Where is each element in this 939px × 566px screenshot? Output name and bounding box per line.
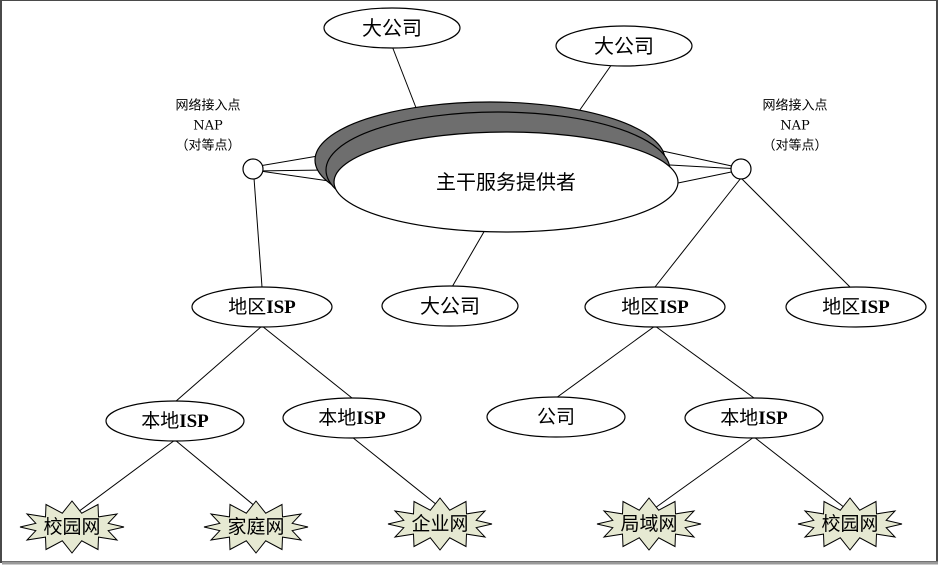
company-top1-ellipse xyxy=(323,7,461,49)
campus1-star xyxy=(19,500,125,554)
regional-isp-mid-cn: 地区 xyxy=(621,296,659,318)
nap-left-line2: NAP xyxy=(193,119,223,134)
local-isp-left1-label: 本地ISP xyxy=(141,410,209,432)
company-bottom-ellipse xyxy=(381,285,519,327)
regional-isp-right-cn: 地区 xyxy=(822,296,860,318)
company-top1-label: 大公司 xyxy=(362,16,422,40)
nap-right-line3: （对等点） xyxy=(762,138,827,154)
edge-local1-home xyxy=(174,439,263,513)
lan-star xyxy=(596,497,702,551)
regional-isp-left-ellipse xyxy=(191,286,333,328)
company-top2: 大公司 xyxy=(555,25,693,67)
end-network-enterprise: 企业网 xyxy=(387,497,493,551)
edge-local3-campus xyxy=(753,436,846,509)
backbone-label: 主干服务提供者 xyxy=(436,170,576,194)
end-network-lan: 局域网 xyxy=(596,497,702,551)
edge-napl-regional xyxy=(253,177,263,288)
local-isp-left1-cn: 本地 xyxy=(141,410,179,432)
regional-isp-left-label: 地区ISP xyxy=(228,296,296,318)
company-bottom-label: 大公司 xyxy=(420,294,480,318)
nap-right-line2: NAP xyxy=(780,119,810,134)
edge-napr-regional-mid xyxy=(654,177,742,288)
local-isp-right-en: ISP xyxy=(758,408,788,429)
regional-isp-mid-ellipse xyxy=(584,286,726,328)
edge-napl-backbone-a xyxy=(252,155,319,168)
backbone-ellipse xyxy=(333,131,679,233)
backbone-provider: 主干服务提供者 xyxy=(314,101,679,233)
enterprise-label: 企业网 xyxy=(411,513,468,535)
local-isp-left2-ellipse xyxy=(282,397,422,439)
nap-left-line3: （对等点） xyxy=(175,138,240,154)
end-network-campus2: 校园网 xyxy=(797,497,903,551)
regional-isp-mid-label: 地区ISP xyxy=(621,296,689,318)
edge-napr-backbone-a xyxy=(657,149,742,169)
edge-napr-backbone-c xyxy=(669,164,742,170)
end-network-home: 家庭网 xyxy=(203,500,309,554)
edge-regional-company xyxy=(555,325,656,399)
company-small-label: 公司 xyxy=(537,406,575,428)
nap-right-node xyxy=(730,158,752,180)
edge-local3-lan xyxy=(654,436,755,509)
regional-isp-right-label: 地区ISP xyxy=(822,296,890,318)
local-isp-left1-ellipse xyxy=(105,400,245,442)
local-isp-left1-en: ISP xyxy=(179,411,209,432)
edge-regional-local2 xyxy=(261,325,353,399)
edge-backbone-bottom xyxy=(451,229,486,288)
local-isp-left2: 本地ISP xyxy=(282,397,422,439)
edge-regional-local1 xyxy=(174,325,263,403)
company-top2-ellipse xyxy=(555,25,693,67)
end-network-campus1: 校园网 xyxy=(19,500,125,554)
home-star xyxy=(203,500,309,554)
campus2-star xyxy=(797,497,903,551)
edge-napr-backbone-b xyxy=(677,169,742,184)
nap-right-line1: 网络接入点 xyxy=(762,98,827,114)
company-small-ellipse xyxy=(486,396,626,438)
regional-isp-mid-en: ISP xyxy=(659,297,689,318)
company-top2-label: 大公司 xyxy=(594,34,654,58)
lan-label: 局域网 xyxy=(620,513,677,535)
campus1-label: 校园网 xyxy=(43,516,100,538)
local-isp-left1: 本地ISP xyxy=(105,400,245,442)
nap-left: 网络接入点 NAP （对等点） xyxy=(175,98,264,180)
edge-napl-backbone-c xyxy=(252,169,327,172)
edge-napr-regional-right xyxy=(740,177,851,288)
company-bottom: 大公司 xyxy=(381,285,519,327)
local-isp-left2-label: 本地ISP xyxy=(318,407,386,429)
campus2-label: 校园网 xyxy=(821,513,878,535)
regional-isp-left: 地区ISP xyxy=(191,286,333,328)
local-isp-right-cn: 本地 xyxy=(720,407,758,429)
connector-lines xyxy=(77,45,851,513)
local-isp-left2-en: ISP xyxy=(356,408,386,429)
regional-isp-left-en: ISP xyxy=(266,297,296,318)
regional-isp-left-cn: 地区 xyxy=(228,296,266,318)
regional-isp-right-ellipse xyxy=(785,286,927,328)
local-isp-right: 本地ISP xyxy=(684,397,824,439)
regional-isp-right: 地区ISP xyxy=(785,286,927,328)
local-isp-right-label: 本地ISP xyxy=(720,407,788,429)
edge-regional-local3 xyxy=(654,325,755,399)
nap-left-line1: 网络接入点 xyxy=(175,98,240,114)
edge-top1-backbone xyxy=(391,45,421,119)
edge-napl-backbone-b xyxy=(252,169,337,183)
home-label: 家庭网 xyxy=(227,516,284,538)
nap-right: 网络接入点 NAP （对等点） xyxy=(730,98,828,180)
company-small: 公司 xyxy=(486,396,626,438)
local-isp-left2-cn: 本地 xyxy=(318,407,356,429)
nap-left-node xyxy=(242,158,264,180)
regional-isp-right-en: ISP xyxy=(860,297,890,318)
company-top1: 大公司 xyxy=(323,7,461,49)
edge-local1-campus xyxy=(77,439,176,513)
enterprise-star xyxy=(387,497,493,551)
edge-local2-enterprise xyxy=(351,436,438,506)
local-isp-right-ellipse xyxy=(684,397,824,439)
regional-isp-mid: 地区ISP xyxy=(584,286,726,328)
